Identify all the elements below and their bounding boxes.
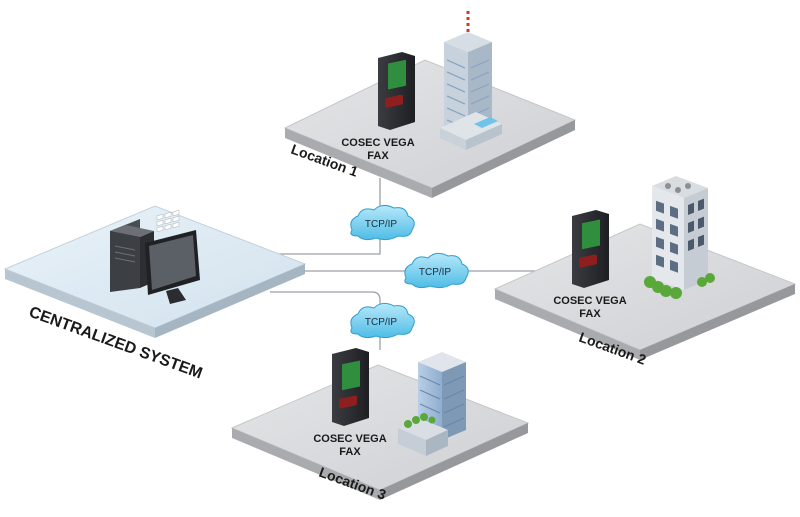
tcp-ip-cloud-3: TCP/IP [350,302,415,339]
location-2-device-line2: FAX [579,308,601,320]
cloud-icon [404,252,469,289]
tcp-ip-cloud-2: TCP/IP [404,252,469,289]
location-3-platform: COSEC VEGA FAX Location 3 [230,348,530,503]
monitor-keypad-icon [145,210,200,304]
location-3-device-line1: COSEC VEGA [313,433,386,445]
office-block-icon [644,176,715,299]
location-1-platform: COSEC VEGA FAX Location 1 [283,8,577,198]
location-1-device-line1: COSEC VEGA [341,137,414,149]
central-platform: CENTRALIZED SYSTEM [3,205,307,382]
cloud-label: TCP/IP [419,267,452,278]
cloud-icon [350,204,415,241]
location-3-device-line2: FAX [339,446,361,458]
location-1-device-line2: FAX [367,150,389,162]
cloud-icon [350,302,415,339]
location-2-device-line1: COSEC VEGA [553,295,626,307]
cloud-label: TCP/IP [365,317,398,328]
location-2-platform: COSEC VEGA FAX Location 2 [493,176,797,368]
glass-office-icon [398,352,466,456]
link-location-1 [272,178,381,255]
tcp-ip-cloud-1: TCP/IP [350,204,415,241]
link-location-3 [270,291,381,350]
cosec-device-icon [378,52,415,130]
cosec-device-icon [572,210,609,288]
cosec-device-icon [332,348,369,426]
cloud-label: TCP/IP [365,219,398,230]
high-rise-tower-icon [440,8,502,150]
